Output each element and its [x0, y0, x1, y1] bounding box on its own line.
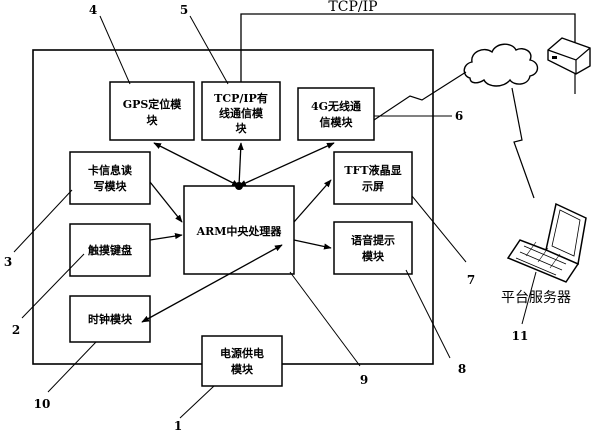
- callout-7: 7: [467, 273, 475, 287]
- arrow-arm-gps: [153, 142, 240, 187]
- callout-9: 9: [360, 373, 368, 387]
- gps-module: GPS定位模 块: [109, 81, 195, 141]
- tcpip-module-label: TCP/IP有: [214, 91, 268, 105]
- tcpip-link-label: TCP/IP: [328, 0, 377, 15]
- wireless-4g-module: 4G无线通 信模块: [297, 87, 375, 141]
- arrow-card-arm: [149, 181, 183, 223]
- arrow-arm-tft: [293, 179, 332, 223]
- clock-label: 时钟模块: [88, 312, 133, 326]
- callout-5: 5: [180, 3, 188, 17]
- callout-leaders: [13, 15, 537, 419]
- leader-8: [405, 269, 451, 359]
- power-supply-label: 电源供电: [220, 346, 264, 360]
- server-label: 平台服务器: [501, 290, 571, 306]
- tcpip-link-line: [240, 13, 576, 82]
- callout-6: 6: [455, 109, 463, 123]
- gps-module-label: GPS定位模: [123, 97, 183, 111]
- leader-2: [21, 253, 85, 319]
- connection-arrows: [141, 142, 335, 323]
- wireless-link-to-laptop: [511, 87, 535, 199]
- leader-7: [411, 195, 467, 263]
- arrow-arm-voice: [293, 239, 332, 250]
- wireless-4g-label-2: 信模块: [320, 115, 354, 129]
- callout-4: 4: [89, 3, 97, 17]
- leader-10: [47, 341, 97, 393]
- arm-cpu-module: ARM中央处理器: [183, 185, 295, 275]
- voice-prompt-module: 语音提示 模块: [333, 221, 413, 275]
- leader-3: [13, 189, 73, 253]
- tcpip-module-label-3: 块: [236, 121, 248, 135]
- leader-11: [521, 271, 537, 325]
- gps-module-label-2: 块: [147, 113, 159, 127]
- callout-8: 8: [458, 362, 466, 376]
- leader-9: [289, 271, 361, 367]
- internet-cloud-icon: [463, 43, 539, 87]
- clock-module: 时钟模块: [69, 295, 151, 343]
- callout-11: 11: [512, 329, 529, 343]
- callout-1: 1: [174, 419, 182, 433]
- tcpip-module-label-2: 线通信模: [219, 106, 264, 120]
- arrow-arm-tcpip: [237, 142, 244, 187]
- card-reader-label: 卡信息读: [88, 163, 132, 177]
- card-reader-module: 卡信息读 写模块: [69, 151, 151, 205]
- arm-cpu-label: ARM中央处理器: [196, 224, 283, 238]
- keyboard-label: 触摸键盘: [87, 243, 132, 257]
- card-reader-label-2: 写模块: [94, 179, 128, 193]
- arrow-arm-clock: [141, 244, 283, 323]
- arrow-arm-4g: [238, 142, 335, 187]
- leader-5: [189, 15, 229, 85]
- keyboard-module: 触摸键盘: [69, 223, 151, 277]
- tft-display-module: TFT液晶显 示屏: [333, 151, 413, 205]
- power-supply-label-2: 模块: [231, 362, 254, 376]
- power-supply-module: 电源供电 模块: [201, 335, 283, 387]
- wireless-4g-label: 4G无线通: [311, 99, 361, 113]
- leader-1: [179, 385, 215, 419]
- voice-prompt-label-2: 模块: [362, 249, 385, 263]
- arrow-keyboard-arm: [149, 233, 183, 241]
- voice-prompt-label: 语音提示: [351, 233, 395, 247]
- callout-3: 3: [4, 255, 12, 269]
- server-device-icon: [547, 37, 591, 75]
- tft-display-label-2: 示屏: [361, 180, 384, 193]
- leader-4: [99, 15, 131, 85]
- tcpip-module: TCP/IP有 线通信模 块: [201, 81, 281, 141]
- callout-10: 10: [34, 397, 51, 411]
- tft-display-label: TFT液晶显: [344, 163, 401, 177]
- laptop-icon: [506, 202, 587, 283]
- wireless-link-to-cloud: [373, 71, 467, 121]
- callout-2: 2: [12, 323, 20, 337]
